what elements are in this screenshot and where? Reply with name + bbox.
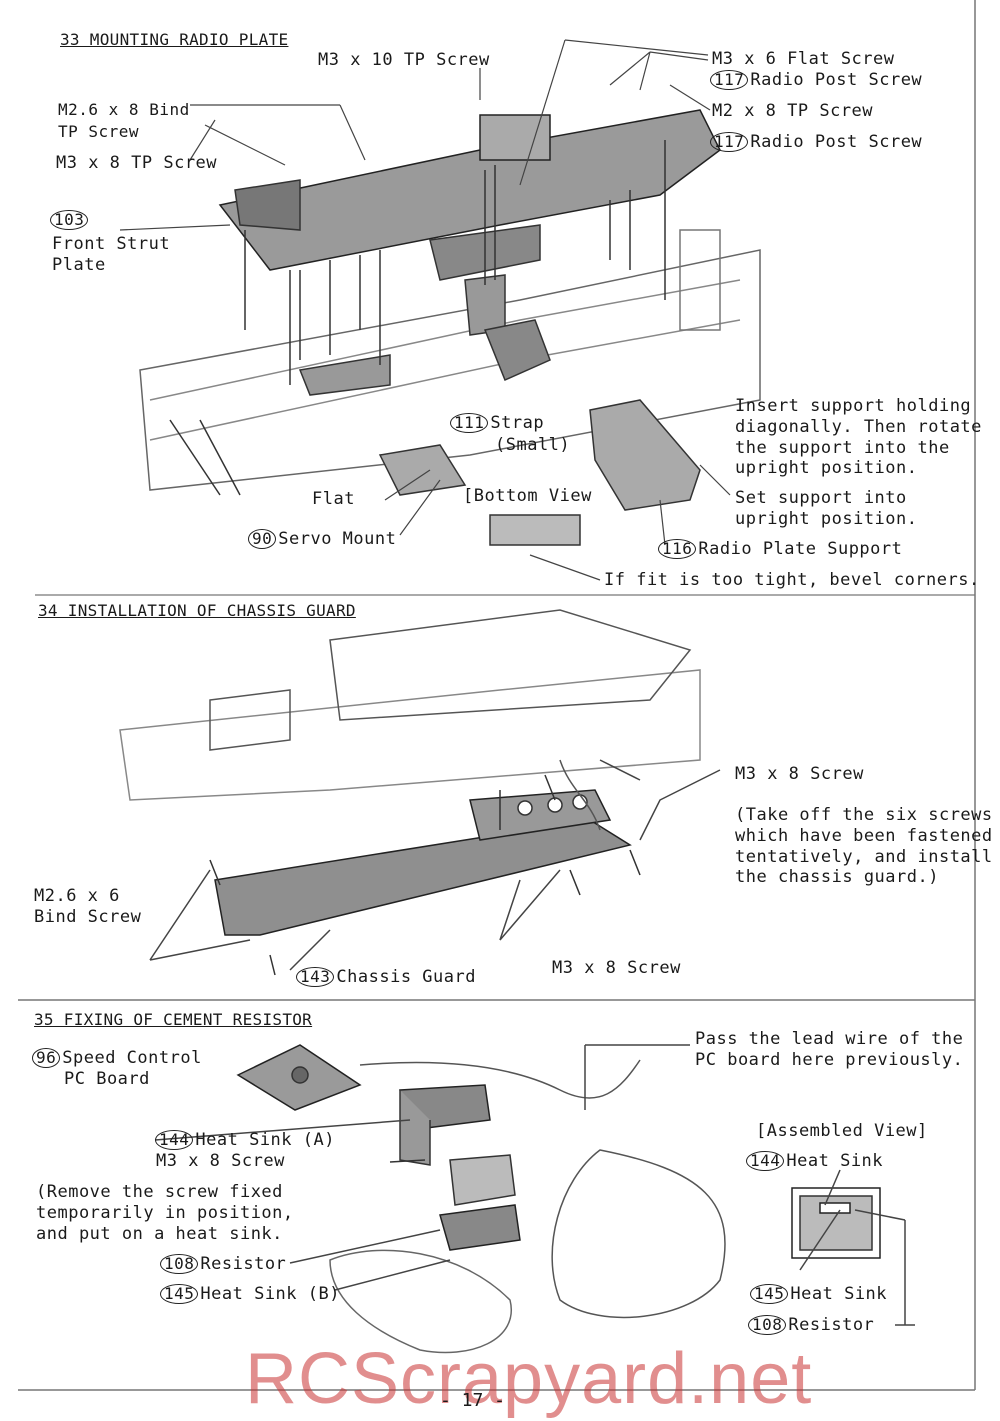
label-assembled-view: [Assembled View]	[756, 1121, 928, 1141]
part-number-badge: 90	[248, 529, 277, 549]
note-34-line2: which have been fastened	[735, 826, 993, 846]
note-34-line4: the chassis guard.)	[735, 867, 939, 887]
label-m3x8-screw-top: M3 x 8 Screw	[735, 764, 864, 784]
part-label: Resistor	[200, 1254, 287, 1274]
part-number-badge: 145	[160, 1284, 199, 1304]
remove-note-line2: temporarily in position,	[36, 1203, 294, 1223]
part-number-badge: 145	[750, 1284, 789, 1304]
leader-lines-33	[35, 39, 975, 596]
part-label: Resistor	[788, 1315, 875, 1335]
bevel-note: If fit is too tight, bevel corners.	[604, 570, 980, 590]
part-label: Speed Control	[62, 1048, 202, 1068]
part-label: Chassis Guard	[336, 967, 476, 987]
label-m3x10-tp-screw: M3 x 10 TP Screw	[318, 50, 490, 70]
label-part-111-line2: (Small)	[495, 435, 571, 455]
pass-note-line2: PC board here previously.	[695, 1050, 964, 1070]
part-label: Strap	[490, 413, 545, 433]
part-label: Radio Post Screw	[750, 132, 923, 152]
label-m3x8-screw-35: M3 x 8 Screw	[156, 1151, 285, 1171]
label-m3x8-tp-screw: M3 x 8 TP Screw	[56, 153, 218, 173]
label-part-103-line2: Plate	[52, 255, 106, 275]
part-label: Radio Post Screw	[750, 70, 923, 90]
label-m26x6-line1: M2.6 x 6	[34, 886, 120, 906]
label-m3x8-screw-bottom: M3 x 8 Screw	[552, 958, 681, 978]
part-number-badge: 108	[748, 1315, 787, 1335]
insert-note-line2: diagonally. Then rotate	[735, 417, 982, 437]
section-33-title: 33 MOUNTING RADIO PLATE	[60, 30, 289, 49]
part-label: Heat Sink	[786, 1151, 884, 1171]
resistor-drawing	[154, 1044, 915, 1354]
part-number-badge: 108	[160, 1254, 199, 1274]
part-number-badge: 111	[450, 413, 489, 433]
label-m26x6-line2: Bind Screw	[34, 907, 142, 927]
part-number-badge: 117	[710, 70, 749, 90]
label-part-103-line1: Front Strut	[52, 234, 171, 254]
label-flat: Flat	[312, 489, 355, 509]
part-label: Servo Mount	[278, 529, 397, 549]
page-number: - 17 -	[440, 1390, 506, 1411]
radio-plate-drawing	[139, 109, 761, 546]
part-number-badge: 144	[155, 1130, 194, 1150]
remove-note-line3: and put on a heat sink.	[36, 1224, 283, 1244]
part-number-badge: 96	[32, 1048, 61, 1068]
note-34-line3: tentatively, and install	[735, 847, 993, 867]
pass-note-line1: Pass the lead wire of the	[695, 1029, 964, 1049]
label-part-96-line2: PC Board	[64, 1069, 150, 1089]
section-34-title: 34 INSTALLATION OF CHASSIS GUARD	[38, 601, 356, 620]
label-part-103-number: 103	[50, 210, 90, 230]
label-m26x8-bind-line2: TP Screw	[58, 122, 140, 141]
part-label: Radio Plate Support	[698, 539, 903, 559]
part-label: Heat Sink	[790, 1284, 888, 1304]
remove-note-line1: (Remove the screw fixed	[36, 1182, 283, 1202]
part-number-badge: 103	[50, 210, 89, 230]
insert-note-line4: upright position.	[735, 458, 918, 478]
part-number-badge: 116	[658, 539, 697, 559]
note-34-line1: (Take off the six screws	[735, 805, 993, 825]
part-number-badge: 117	[710, 132, 749, 152]
label-bottom-view: [Bottom View	[463, 486, 592, 506]
part-number-badge: 143	[296, 967, 335, 987]
set-note-line2: upright position.	[735, 509, 918, 529]
part-label: Heat Sink (B)	[200, 1284, 340, 1304]
part-label: Heat Sink (A)	[195, 1130, 335, 1150]
watermark: RCScrapyard.net	[245, 1339, 813, 1419]
label-m2x8-tp-screw: M2 x 8 TP Screw	[712, 101, 874, 121]
section-35-title: 35 FIXING OF CEMENT RESISTOR	[34, 1010, 313, 1029]
set-note-line1: Set support into	[735, 488, 907, 508]
chassis-guard-drawing	[18, 609, 975, 1001]
insert-note-line1: Insert support holding	[735, 396, 972, 416]
part-number-badge: 144	[746, 1151, 785, 1171]
label-m3x6-flat-screw: M3 x 6 Flat Screw	[712, 49, 895, 69]
label-m26x8-bind-line1: M2.6 x 8 Bind	[58, 100, 190, 119]
insert-note-line3: the support into the	[735, 438, 950, 458]
